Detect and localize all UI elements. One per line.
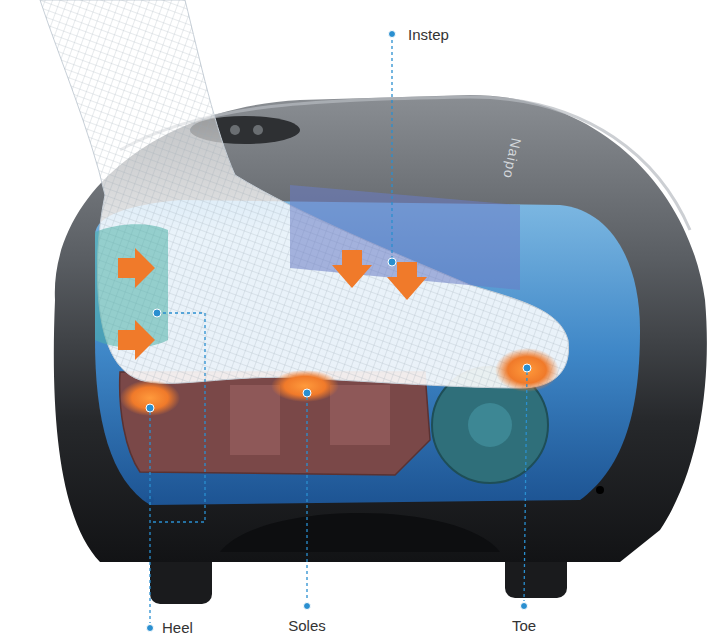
roller-detail (330, 385, 390, 445)
leader-dots (146, 31, 531, 632)
leader-dot (388, 258, 396, 266)
leader-dot (147, 625, 154, 632)
leader-line (524, 372, 527, 601)
heel-airbag (95, 224, 168, 347)
part-label: Toe (512, 617, 536, 634)
heat-roller (271, 370, 339, 402)
leader-line (391, 40, 392, 258)
pressure-arrow (118, 248, 155, 288)
leader-line (150, 313, 205, 522)
leader-dot (521, 603, 528, 610)
screw-hole (596, 486, 604, 494)
leader-line (306, 397, 307, 601)
heat-roller (120, 380, 180, 416)
leader-dot (389, 31, 396, 38)
leader-line (149, 412, 150, 623)
part-label: Instep (408, 26, 449, 43)
pressure-arrow (118, 320, 155, 360)
leader-dot (523, 364, 531, 372)
roller-detail (230, 385, 280, 455)
pressure-arrow (332, 250, 372, 288)
leader-dot (303, 389, 311, 397)
part-label: Soles (288, 617, 326, 634)
foot-mesh (40, 0, 569, 388)
leader-lines (150, 40, 527, 623)
foot-model (40, 0, 569, 388)
toe-roller-hub (468, 403, 512, 447)
control-button (253, 125, 263, 135)
base-arch (220, 513, 500, 552)
leader-dot (304, 603, 311, 610)
pressure-arrow (387, 262, 427, 300)
control-button (230, 125, 240, 135)
part-label: Heel (162, 619, 193, 636)
leader-dot (146, 404, 154, 412)
leader-dot (153, 309, 161, 317)
